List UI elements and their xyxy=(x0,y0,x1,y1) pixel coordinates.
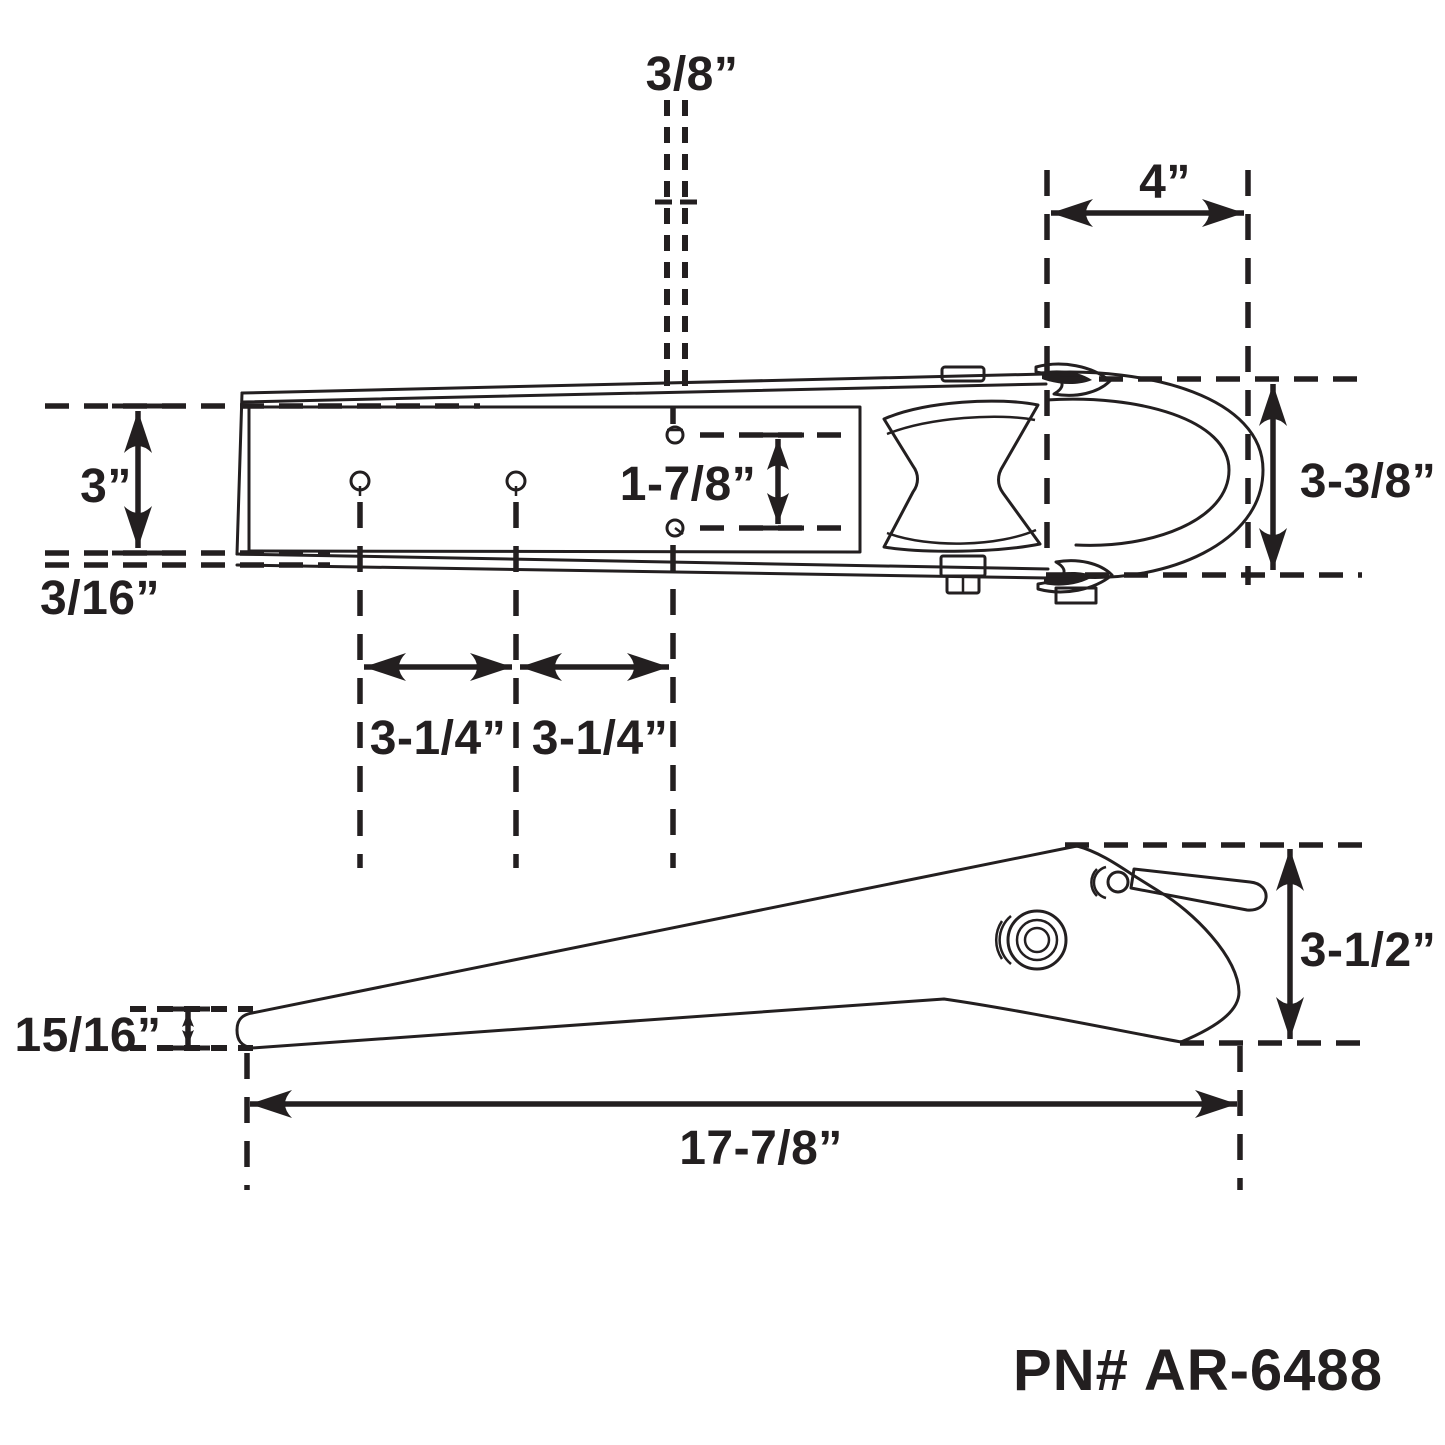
nut-hex-arc-2 xyxy=(995,920,1004,960)
dim-slot-spacing: 1-7/8” xyxy=(620,432,804,531)
slot-hole-bottom-tick xyxy=(674,527,684,535)
dim-hole-diameter-label: 3/8” xyxy=(646,48,739,101)
dim-inner-width-label: 3” xyxy=(80,460,132,513)
nut-hex-arc-1 xyxy=(998,915,1012,965)
clamp-bottom-tab xyxy=(1054,586,1098,605)
top-edge-outer xyxy=(240,372,1048,395)
dim-tip-height-label: 15/16” xyxy=(14,1009,161,1062)
dim-thickness: 3/16” xyxy=(40,572,160,625)
dim-hole-spacing-rear-label: 3-1/4” xyxy=(532,712,668,765)
side-view-outline xyxy=(235,844,1241,1050)
dim-rear-height-label: 3-1/2” xyxy=(1300,924,1436,977)
left-edge xyxy=(235,391,244,556)
mounting-holes xyxy=(349,425,685,538)
bow-guard-u xyxy=(1034,362,1265,605)
dim-rear-height: 3-1/2” xyxy=(1276,849,1436,1039)
nut-mid xyxy=(1015,918,1059,962)
pin-bolt-head xyxy=(1106,870,1130,894)
top-view-body xyxy=(235,372,1050,580)
pin-hex-arc-2 xyxy=(1090,868,1098,897)
pin-hex-arc-1 xyxy=(1092,865,1107,900)
part-number: PN# AR-6488 xyxy=(1013,1338,1383,1403)
dim-overall-length-label: 17-7/8” xyxy=(679,1122,843,1175)
locking-pin xyxy=(1129,867,1268,912)
slot-hole-bottom xyxy=(665,518,685,538)
bottom-edge-inner xyxy=(235,563,1050,580)
dim-hole-diameter: 3/8” xyxy=(646,48,739,205)
slot-hole-top xyxy=(665,425,685,445)
dim-thickness-label: 3/16” xyxy=(40,572,160,625)
roller-bottom-band xyxy=(886,528,1037,545)
dim-outer-width: 3-3/8” xyxy=(1259,384,1436,570)
roller-icon xyxy=(882,365,1042,595)
top-edge-inner xyxy=(240,382,1048,404)
dim-outer-width-label: 3-3/8” xyxy=(1300,455,1436,508)
nut-outer xyxy=(1006,909,1068,971)
nut-inner xyxy=(1023,926,1051,954)
roller-top-bolt xyxy=(940,365,986,383)
side-view-body xyxy=(235,844,1268,1050)
dim-slot-spacing-label: 1-7/8” xyxy=(620,458,756,511)
roller-outline xyxy=(882,399,1042,553)
bottom-edge-outer xyxy=(235,552,1050,571)
dim-hole-spacing-front-label: 3-1/4” xyxy=(370,712,506,765)
dim-tip-height: 15/16” xyxy=(14,1006,210,1062)
dim-inner-width-ticks xyxy=(112,403,164,556)
dim-roller-section-label: 4” xyxy=(1139,156,1191,209)
u-inner xyxy=(1044,397,1231,547)
side-view: 15/16” 3-1/2” 17-7/8” xyxy=(14,842,1436,1190)
dim-slot-spacing-ticks xyxy=(752,432,804,531)
dim-hole-spacing: 3-1/4” 3-1/4” xyxy=(364,653,669,765)
dim-inner-width: 3” xyxy=(80,403,164,556)
dim-roller-section: 4” xyxy=(1051,156,1244,227)
roller-top-band xyxy=(886,415,1036,436)
dim-tip-height-ticks xyxy=(168,1006,210,1051)
base-plate xyxy=(247,405,862,554)
top-view-extension-lines xyxy=(45,100,1362,868)
dim-overall-length: 17-7/8” xyxy=(250,1090,1237,1175)
top-view: 3/8” 4” 3” 3/16” 1-7/8” 3-3/8” xyxy=(40,48,1436,868)
